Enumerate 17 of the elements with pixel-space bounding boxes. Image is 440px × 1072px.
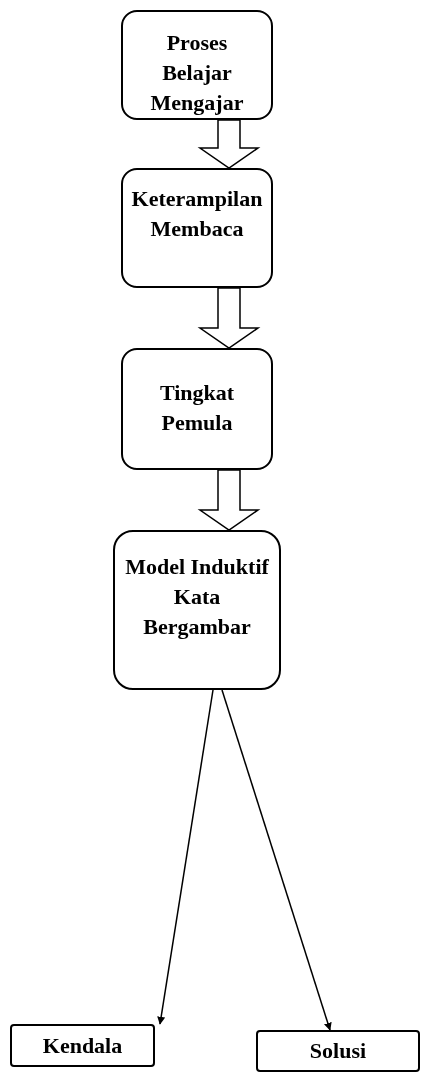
process-box xyxy=(113,530,281,690)
box-label: Model Induktif Kata Bergambar xyxy=(124,553,270,641)
arrow xyxy=(157,689,214,1025)
process-box xyxy=(256,1030,420,1072)
box-label: Kendala xyxy=(42,1031,123,1060)
arrow xyxy=(221,689,332,1031)
process-box xyxy=(121,168,273,288)
process-box xyxy=(121,348,273,470)
block-arrow xyxy=(197,287,261,349)
box-label: Solusi xyxy=(309,1037,367,1065)
box-label: Keterampilan Membaca xyxy=(131,185,263,243)
block-arrow xyxy=(197,469,261,531)
box-label: Proses Belajar Mengajar xyxy=(149,29,245,117)
process-box xyxy=(121,10,273,120)
block-arrow xyxy=(197,119,261,169)
process-box xyxy=(10,1024,155,1067)
box-label: Tingkat Pemula xyxy=(158,379,236,437)
